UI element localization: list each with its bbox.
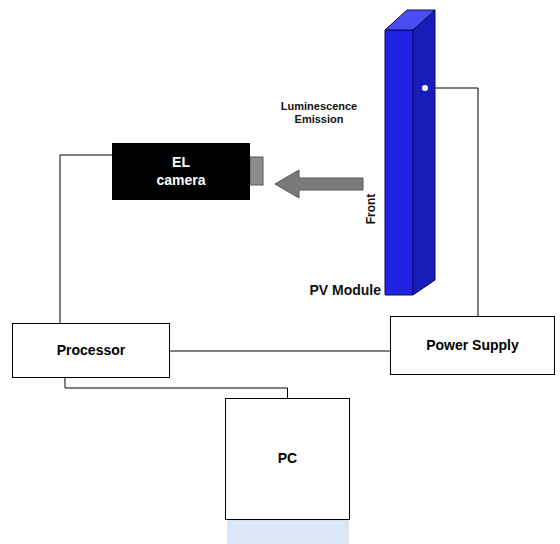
- module-front-face: [385, 30, 413, 295]
- computer-box: PC: [225, 398, 350, 520]
- signal-wire: [435, 88, 478, 316]
- pv-module: PV ModuleFront: [385, 10, 435, 295]
- process-box: Processor: [12, 323, 170, 378]
- box-label: PC: [278, 450, 297, 468]
- module-label: PV Module: [277, 282, 381, 298]
- signal-wire: [170, 351, 390, 352]
- pv-module-shape: [385, 10, 435, 295]
- box-label: Processor: [57, 342, 125, 360]
- box-label: Power Supply: [426, 337, 519, 355]
- emission-arrow: [275, 170, 363, 198]
- camera-lens: [250, 157, 263, 185]
- monitor-stand: [228, 520, 348, 544]
- side-label: Front: [364, 187, 378, 231]
- camera-box: EL camera: [112, 143, 250, 200]
- signal-wire: [60, 155, 112, 323]
- module-top-face: [385, 10, 435, 30]
- module-side-face: [413, 10, 435, 295]
- arrow-label: Luminescence Emission: [273, 100, 365, 125]
- signal-wire: [65, 378, 288, 398]
- terminal-dot: [422, 85, 428, 91]
- box-label: EL camera: [146, 154, 216, 189]
- process-box: Power Supply: [390, 316, 555, 375]
